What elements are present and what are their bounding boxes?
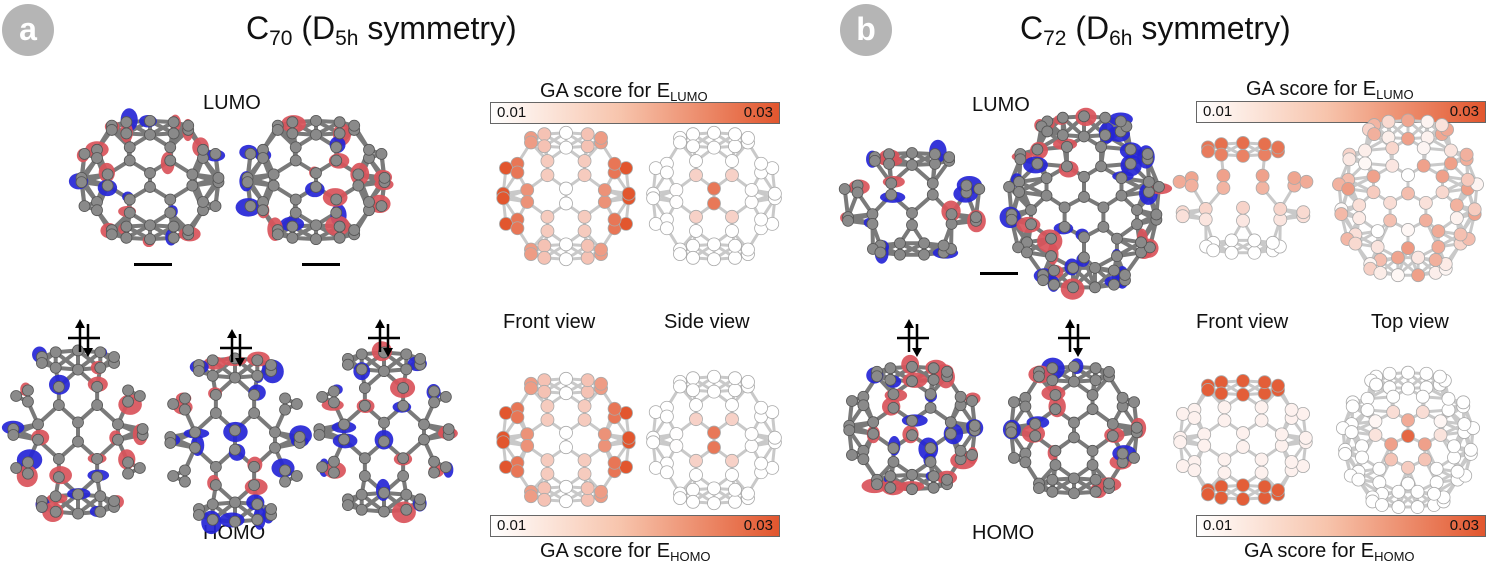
panel-b-badge: b [840, 4, 892, 56]
panel-b-lumo-score-label: GA score for ELUMO [1246, 78, 1414, 102]
c70-lumo-orbital-1 [68, 108, 226, 248]
c70-homo-electron-pair-3 [368, 319, 400, 357]
c70-homo-orbital-3 [313, 341, 458, 524]
panel-a-badge: a [2, 4, 54, 56]
c72-homo-score-top [1336, 365, 1480, 514]
c70-lumo-score-side [646, 125, 782, 267]
c72-lumo-score-top [1332, 113, 1484, 283]
panel-a-side-view-label: Side view [664, 311, 750, 333]
panel-a-front-view-label: Front view [503, 311, 596, 333]
c72-homo-electron-pair-2 [1058, 319, 1090, 357]
panel-a-title: C70 (D5h symmetry) [246, 10, 517, 50]
c70-homo-orbital-1 [1, 344, 149, 523]
c72-lumo-orbital-2 [999, 107, 1173, 300]
c72-homo-electron-pair-1 [897, 319, 929, 357]
panel-a-scale-bar-1 [134, 263, 172, 266]
panel-a-homo-score-label: GA score for EHOMO [540, 540, 711, 564]
c72-homo-score-front [1173, 373, 1313, 507]
panel-b-lumo-label: LUMO [972, 94, 1030, 116]
panel-a-lumo-label: LUMO [203, 92, 261, 114]
c70-homo-score-front [496, 371, 636, 509]
panel-b-scale-bar [980, 272, 1018, 275]
c70-homo-electron-pair-2 [220, 329, 252, 367]
panel-b-front-view-label: Front view [1196, 311, 1289, 333]
c72-lumo-orbital-1 [838, 139, 986, 264]
c70-lumo-orbital-2 [235, 114, 394, 246]
c72-homo-orbital-2 [1002, 357, 1147, 500]
c70-lumo-score-front [496, 125, 636, 267]
panel-b-homo-score-label: GA score for EHOMO [1244, 540, 1415, 564]
panel-b-homo-label: HOMO [972, 522, 1035, 544]
c72-lumo-score-front [1172, 136, 1314, 260]
c70-homo-electron-pair-1 [68, 319, 100, 357]
panel-a-scale-bar-2 [302, 263, 340, 266]
panel-b-top-view-label: Top view [1371, 311, 1449, 333]
c70-homo-score-side [646, 369, 782, 511]
c70-homo-orbital-2 [164, 351, 312, 535]
c72-homo-orbital-1 [843, 354, 984, 496]
panel-a-lumo-score-label: GA score for ELUMO [540, 80, 708, 104]
panel-b-title: C72 (D6h symmetry) [1020, 10, 1291, 50]
